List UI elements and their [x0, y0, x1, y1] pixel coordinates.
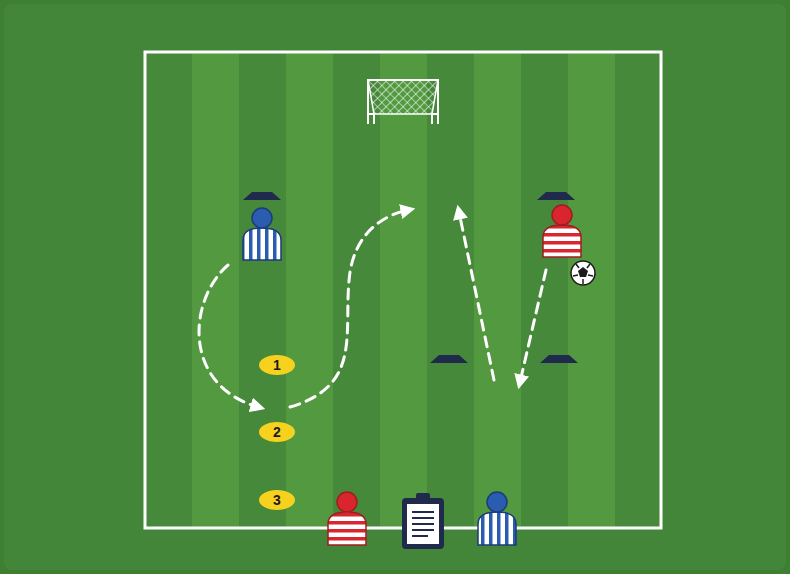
blue-player	[243, 208, 281, 260]
field-stripes	[145, 52, 661, 528]
cones	[243, 192, 578, 363]
callout-number: 3	[273, 493, 281, 507]
cone	[537, 192, 575, 200]
movement-arrows	[199, 210, 546, 407]
clipboard	[402, 493, 444, 549]
ground	[4, 4, 786, 570]
red-player	[328, 492, 366, 545]
cone	[243, 192, 281, 200]
callout-number: 1	[273, 358, 281, 372]
pass-arrow	[520, 270, 546, 382]
cone	[430, 355, 468, 363]
cone-number-marker: 3	[259, 490, 295, 510]
run-arrow	[459, 212, 494, 380]
red-player	[543, 205, 581, 257]
dribble-arrow	[290, 210, 408, 407]
goal	[367, 80, 439, 124]
field-boundary	[145, 52, 661, 528]
cone	[540, 355, 578, 363]
ball	[571, 261, 595, 285]
cone-number-marker: 2	[259, 422, 295, 442]
blue-player	[478, 492, 516, 545]
callout-number: 2	[273, 425, 281, 439]
dribble-arrow	[199, 265, 258, 407]
cone-number-marker: 1	[259, 355, 295, 375]
